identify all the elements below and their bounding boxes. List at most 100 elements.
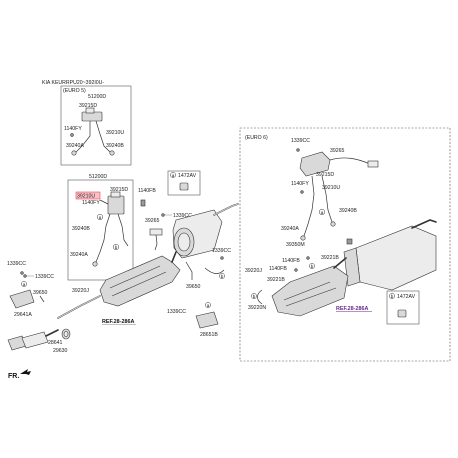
bracket-28651b [195, 311, 219, 329]
callout-box-a-letter: a [172, 173, 175, 178]
label-39215d-b: 39215D [110, 187, 128, 193]
catalytic-converter [57, 251, 181, 319]
callout-b-rear [219, 273, 225, 279]
bolt-1339cc-f [296, 148, 300, 152]
rear-sensor-harness [204, 267, 225, 274]
label-39240b-b: 39240B [72, 226, 90, 232]
label-39210u-b: 39210U [77, 194, 95, 200]
center-hose-a [95, 213, 111, 263]
sensor-top [110, 191, 121, 198]
sensor-lead [99, 199, 109, 205]
bolt-1140fb-b [294, 268, 298, 272]
label-39240a-b: 39240A [70, 252, 88, 258]
callout-a-euro6 [318, 208, 326, 216]
sensor-39650-a-wire [39, 295, 45, 303]
euro6-converter [271, 265, 349, 317]
front-arrow-icon [20, 369, 31, 375]
callout-a-left-label: a [23, 282, 26, 287]
label-39265-a: 39265 [145, 218, 160, 224]
euro5-title: (EURO 5) [63, 88, 86, 94]
euro6-frame [239, 127, 451, 362]
callout-a-lower-label: a [207, 303, 210, 308]
callout-box-b [386, 290, 420, 325]
label-1140fy-c: 1140FY [291, 181, 309, 187]
main-muffler [172, 203, 239, 259]
hose-end-a [71, 150, 77, 156]
muffler-end-inner [177, 232, 191, 252]
label-39650-b: 39650 [186, 284, 201, 290]
label-1339cc-d: 1339CC [167, 309, 186, 315]
euro6-sensor-bracket [299, 151, 331, 177]
label-1339cc-c: 1339CC [35, 274, 54, 280]
callout-a-lower [205, 302, 211, 308]
hose-end-b [109, 150, 115, 156]
euro6-muffler [355, 225, 437, 291]
sensor-hose-a [75, 121, 91, 153]
tailpipe-inner [213, 203, 239, 216]
callout-a-left [21, 281, 27, 287]
euro6-hose-b [321, 175, 333, 223]
label-1339cc-f: 1339CC [291, 138, 310, 144]
bolt-1140fb [140, 199, 146, 207]
center-sensor-assembly: a b [92, 191, 129, 267]
label-29641a: 29641A [14, 312, 32, 318]
label-51200d-b: 51200D [89, 174, 107, 180]
euro6-tailpipe [411, 219, 437, 229]
sensor-connector [85, 107, 95, 114]
flex-bellows [21, 331, 49, 349]
model-header: KIA KEURRPU20~392I0U- [42, 80, 104, 86]
euro6-dpf-assembly: b b [251, 219, 437, 317]
highlight-39210u [75, 191, 101, 200]
label-28641: 28641 [48, 340, 63, 346]
label-39215d-a: 39215D [79, 103, 97, 109]
ref-left: REF.28-286A [102, 319, 134, 325]
euro6-converter-ribs [283, 281, 337, 307]
label-39221b-a: 39221B [321, 255, 339, 261]
bolt-1339cc-b [20, 271, 24, 275]
label-39650-a: 39650 [33, 290, 48, 296]
bolt-1140fb-c [306, 256, 310, 260]
callout-b-rear-label: b [221, 274, 224, 279]
label-39215d-c: 39215D [316, 172, 334, 178]
clip-1472av-b [397, 309, 407, 318]
flex-pipe-assembly [7, 328, 71, 351]
ref-right: REF.28-286A [336, 306, 368, 312]
sensor-body [107, 195, 125, 215]
euro6-sensor-harness [257, 289, 263, 305]
bolt-1339cc-a [161, 213, 165, 217]
callout-b-center [112, 243, 120, 251]
callout-box-a-circle [170, 172, 176, 178]
euro6-title: (EURO 6) [245, 135, 268, 141]
callout-b-euro6-mid-label: b [311, 264, 314, 269]
euro6-sensor-assembly: a [299, 151, 379, 241]
label-1339cc-b: 1339CC [7, 261, 26, 267]
sensor-39265-a [149, 228, 163, 236]
euro6-link-pipe [333, 257, 347, 269]
center-sensor-frame [67, 179, 134, 281]
label-1339cc-a: 1339CC [173, 213, 192, 219]
label-1140fb-b: 1140FB [269, 266, 287, 272]
bolt-1339cc-c [23, 274, 27, 278]
bolt-1339cc-e [220, 256, 224, 260]
converter-body [99, 255, 181, 307]
converter-link [171, 251, 177, 263]
label-39210u-c: 39210U [322, 185, 340, 191]
callout-b-euro6-left-label: b [253, 294, 256, 299]
label-39240a-c: 39240A [281, 226, 299, 232]
callout-a-center-label: a [99, 215, 102, 220]
sensor-hose-b [95, 120, 111, 153]
callout-a-euro6-label: a [321, 210, 324, 215]
callout-box-b-part: 1472AV [397, 294, 416, 300]
label-28651b: 28651B [200, 332, 218, 338]
euro6-hose-end-a [300, 235, 306, 241]
euro6-harness [329, 157, 371, 165]
euro6-hose-end-b [330, 221, 336, 227]
euro5-frame [60, 85, 132, 166]
label-39220j-a: 39220J [72, 288, 89, 294]
callout-box-a [167, 170, 201, 196]
clip-1140fy [70, 133, 74, 137]
callout-box-b-circle [389, 293, 395, 299]
callout-b-euro6-left [251, 293, 257, 299]
label-1140fy-a: 1140FY [64, 126, 82, 132]
